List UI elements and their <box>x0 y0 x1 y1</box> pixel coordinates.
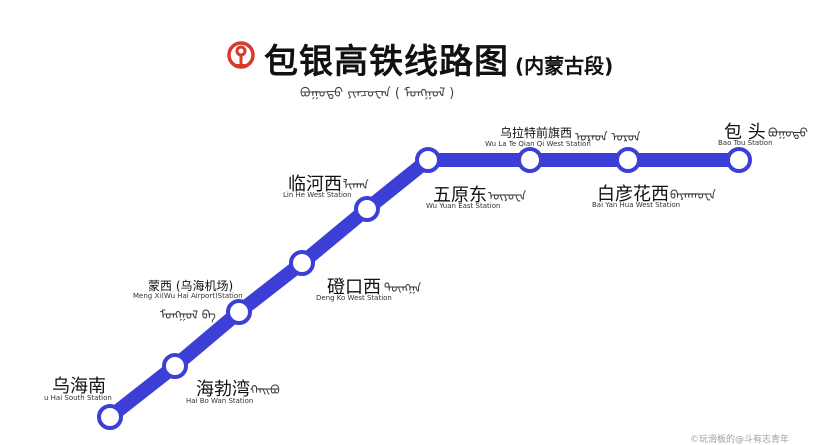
station-mongol-baotou: ᠪᠤᠭᠤᠲᠤ <box>768 126 808 140</box>
title-sub: (内蒙古段) <box>515 54 614 78</box>
station-dot-linhexi <box>354 196 380 222</box>
station-mongol-haibowan: ᠬᠠᠢᠪᠤ <box>250 383 280 397</box>
station-mongol-dengkouxi: ᠳᠦᠩᠭᠠ <box>384 281 422 295</box>
page-title: 包银高铁线路图 (内蒙古段) <box>264 34 613 83</box>
station-dot-wuyuandong <box>415 147 441 173</box>
station-label-wuhainan: 乌海南 <box>52 376 106 397</box>
station-dot-mengxi <box>226 299 252 325</box>
title-mongolian: ᠪᠤᠭᠤᠲᠤ ᠶᠢᠨᠴᠤᠸᠠᠨ ( ᠮᠤᠩᠭᠤᠯ ) <box>300 86 455 101</box>
station-label-mengxi: 蒙西 (乌海机场) <box>148 279 234 293</box>
station-mongol-wuyuandong: ᠦᠶᠦᠸᠠ <box>488 189 527 203</box>
station-mongol-linhexi: ᠯᠢᠨᠬᠠ <box>343 178 369 192</box>
station-en-wuhainan: u Hai South Station <box>44 394 112 402</box>
railway-logo-icon <box>227 41 255 69</box>
station-label-baiyanhuaxi: 白彦花西 <box>597 184 669 205</box>
station-dot-haibowan <box>162 353 188 379</box>
station-en-haibowan: Hai Bo Wan Station <box>186 397 254 405</box>
station-en-linhexi: Lin He West Station <box>283 191 352 199</box>
station-en-wuyuandong: Wu Yuan East Station <box>426 202 501 210</box>
station-label-haibowan: 海勃湾 <box>196 379 250 400</box>
station-dot-dengkouxi <box>289 250 315 276</box>
station-mongol-baiyanhuaxi: ᠪᠠᠶᠠᠨᠬᠤᠸᠠ <box>670 188 716 202</box>
station-en-baiyanhuaxi: Bai Yan Hua West Station <box>592 201 681 209</box>
title-main: 包银高铁线路图 <box>264 42 509 82</box>
station-en-mengxi: Meng Xi(Wu Hai Airport)Station <box>133 292 243 300</box>
station-dot-baotou <box>726 147 752 173</box>
station-dot-wuhainan <box>97 404 123 430</box>
station-en-dengkouxi: Deng Ko West Station <box>316 294 392 302</box>
station-en-baotou: Bao Tou Station <box>718 139 773 147</box>
station-mongol-mengxi: ᠮᠤᠩᠭᠤᠯ ᠪᠠ <box>160 308 216 322</box>
station-label-dengkouxi: 磴口西 <box>327 277 381 298</box>
station-label-linhexi: 临河西 <box>288 174 342 195</box>
station-en-wulateqianqixi: Wu La Te Qian Qi West Station <box>485 140 591 148</box>
station-dot-baiyanhuaxi <box>615 147 641 173</box>
station-label-wuyuandong: 五原东 <box>433 185 487 206</box>
station-label-baotou: 包 头 <box>724 122 766 143</box>
station-label-wulateqianqixi: 乌拉特前旗西 <box>500 126 573 140</box>
station-mongol-wulateqianqixi: ᠤᠷᠠᠳ ᠤᠷᠤᠨ <box>575 130 641 144</box>
station-dot-wulateqianqixi <box>517 147 543 173</box>
watermark: ©玩滑板的@斗有志青年 <box>690 435 790 445</box>
